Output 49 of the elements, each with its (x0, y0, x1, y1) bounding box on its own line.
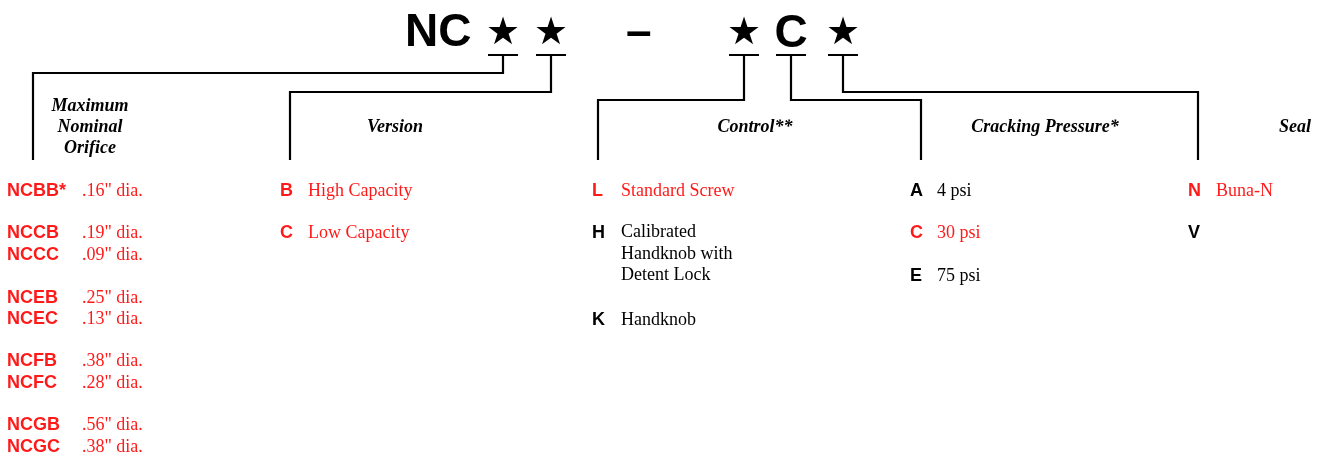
option-code: NCGB (7, 415, 60, 433)
option-code: V (1188, 223, 1200, 241)
option-description: High Capacity (308, 181, 413, 199)
leader-line (774, 53, 923, 162)
option-description: Buna-N (1216, 181, 1273, 199)
code-character: ★ (531, 8, 571, 55)
option-code: K (592, 310, 605, 328)
code-character: C (771, 8, 811, 55)
option-description: 4 psi (937, 181, 972, 199)
code-character: ★ (483, 8, 523, 55)
option-description: Handknob (621, 310, 696, 328)
option-description: .56" dia. (82, 415, 143, 433)
leader-line (288, 53, 568, 162)
code-character: ★ (724, 8, 764, 55)
option-code: C (280, 223, 293, 241)
model-prefix: NC (405, 7, 472, 53)
option-description: .38" dia. (82, 351, 143, 369)
option-code: H (592, 223, 605, 241)
option-description: .13" dia. (82, 309, 143, 327)
option-description: .25" dia. (82, 288, 143, 306)
option-description: .38" dia. (82, 437, 143, 455)
option-description: .16" dia. (82, 181, 143, 199)
option-code: C (910, 223, 923, 241)
option-description: .19" dia. (82, 223, 143, 241)
option-code: N (1188, 181, 1201, 199)
separator-dash: – (626, 7, 652, 53)
option-code: NCGC (7, 437, 60, 455)
option-description: Low Capacity (308, 223, 410, 241)
code-character: ★ (823, 8, 863, 55)
option-description: Standard Screw (621, 181, 735, 199)
leader-line (826, 53, 1200, 162)
option-description: 30 psi (937, 223, 981, 241)
option-code: NCBB* (7, 181, 66, 199)
option-description: Calibrated Handknob with Detent Lock (621, 221, 734, 286)
option-code: B (280, 181, 293, 199)
option-code: A (910, 181, 923, 199)
option-description: .09" dia. (82, 245, 143, 263)
option-code: NCCC (7, 245, 59, 263)
option-code: NCEC (7, 309, 58, 327)
option-code: NCFB (7, 351, 57, 369)
option-code: NCFC (7, 373, 57, 391)
option-description: .28" dia. (82, 373, 143, 391)
option-code: NCEB (7, 288, 58, 306)
option-code: NCCB (7, 223, 59, 241)
leader-line (596, 53, 761, 162)
option-code: E (910, 266, 922, 284)
option-description: 75 psi (937, 266, 981, 284)
leader-line (31, 53, 520, 162)
option-code: L (592, 181, 603, 199)
